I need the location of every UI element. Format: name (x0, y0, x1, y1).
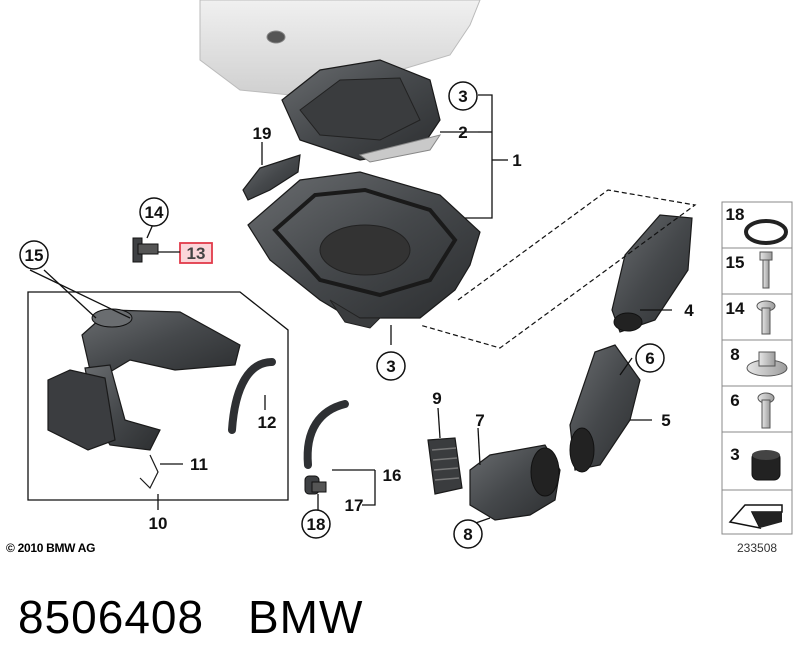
hose-part-16 (303, 400, 349, 469)
callout-1: 1 (512, 151, 521, 170)
legend-label-5: 6 (730, 391, 739, 410)
brand-name: BMW (248, 591, 364, 643)
callout-circle-3b (376, 351, 406, 381)
legend-label-1: 18 (726, 205, 745, 224)
grille-part-9 (427, 437, 463, 495)
callout-circle-14 (139, 197, 169, 227)
air-filter-cover-part (281, 59, 442, 163)
torx-screw-icon (757, 392, 775, 429)
legend-label-2: 15 (726, 253, 745, 272)
legend-label-4: 8 (730, 345, 739, 364)
callout-circle-6 (635, 343, 665, 373)
group-10-frame (27, 291, 289, 501)
callout-18: 18 (307, 515, 326, 534)
collar-nut-icon (746, 351, 788, 377)
legend-label-6: 3 (730, 445, 739, 464)
o-ring-icon (744, 219, 788, 245)
callout-circle-8 (453, 519, 483, 549)
callout-3b: 3 (386, 357, 395, 376)
grommet-icon (751, 450, 781, 481)
hose-part-12 (228, 358, 276, 434)
callout-14: 14 (145, 203, 164, 222)
bracket-part-19 (242, 154, 301, 201)
fastener-legend: 18 15 14 8 6 3 (721, 201, 793, 535)
callout-13: 13 (187, 244, 206, 263)
callout-3a: 3 (458, 87, 467, 106)
callout-9: 9 (432, 389, 441, 408)
callout-7: 7 (475, 411, 484, 430)
callout-15: 15 (25, 246, 44, 265)
legend-cell-2 (721, 247, 793, 295)
legend-cell-3 (721, 293, 793, 341)
sensor-part-14 (132, 237, 159, 263)
callout-12: 12 (258, 413, 277, 432)
callout-circle-18 (301, 509, 331, 539)
callout-4: 4 (684, 301, 694, 320)
part-number: 8506408 (18, 591, 205, 643)
callout-6: 6 (645, 349, 654, 368)
callout-5: 5 (661, 411, 670, 430)
diagram-id: 233508 (737, 541, 778, 555)
callout-16: 16 (383, 466, 402, 485)
callout-circle-3a (448, 81, 478, 111)
callout-10: 10 (149, 514, 168, 533)
arrow-symbol-icon (728, 504, 783, 530)
callout-19: 19 (253, 124, 272, 143)
air-filter-housing-part (247, 171, 481, 329)
screw-icon (756, 300, 776, 335)
leader-lines (29, 94, 672, 526)
intake-duct-part-15 (47, 308, 241, 490)
callout-2: 2 (458, 123, 467, 142)
duct-part-5 (569, 344, 641, 473)
parts-diagram: 3 2 1 19 14 13 15 3 4 6 5 9 7 8 12 11 10… (19, 0, 793, 549)
legend-label-3: 14 (726, 299, 745, 318)
dashed-outline (419, 189, 697, 349)
callout-11: 11 (190, 455, 208, 474)
callout-8: 8 (463, 525, 472, 544)
callout-17: 17 (345, 496, 364, 515)
fitting-part-17 (304, 475, 327, 495)
callout-labels: 3 2 1 19 14 13 15 3 4 6 5 9 7 8 12 11 10… (19, 81, 694, 549)
callout-circle-15 (19, 240, 49, 270)
copyright-text: © 2010 BMW AG (6, 541, 96, 555)
highlight-box-13 (179, 242, 213, 264)
elbow-part-7 (469, 444, 561, 521)
bolt-icon (759, 251, 773, 289)
duct-part-4 (611, 214, 693, 333)
